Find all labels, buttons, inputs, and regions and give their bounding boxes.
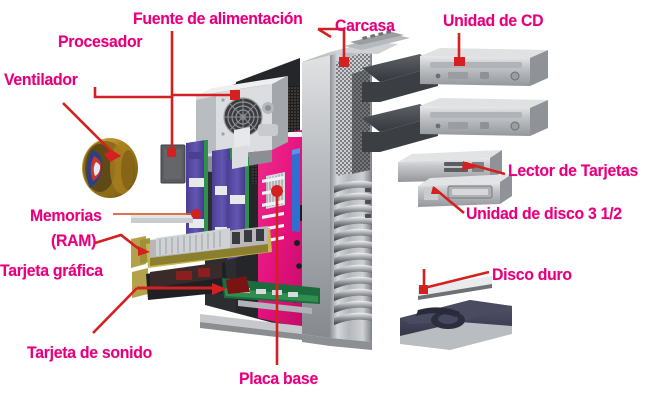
label-fuente-de-alimentacion: Fuente de alimentación [133,9,303,28]
label-unidad-de-disco: Unidad de disco 3 1/2 [466,204,622,223]
ram-connector-bar [131,215,193,223]
label-unidad-de-cd: Unidad de CD [443,11,544,30]
label-placa-base: Placa base [239,369,318,388]
optical-drive-bottom [420,98,548,136]
label-disco-duro: Disco duro [492,265,572,284]
label-tarjeta-grafica: Tarjeta gráfica [0,261,103,280]
drive-bay-slabs [362,54,438,152]
floppy-drive [418,174,512,207]
label-memorias: Memorias [30,206,102,225]
sound-card [132,262,320,304]
computer-case [302,30,410,350]
cpu-fan [82,138,138,198]
label-procesador: Procesador [58,32,143,51]
label-lector-de-tarjetas: Lector de Tarjetas [508,161,638,180]
case-vent-fins [334,180,372,325]
label-ram: (RAM) [51,231,97,250]
label-ventilador: Ventilador [4,70,78,89]
hard-disk [400,276,512,350]
label-carcasa: Carcasa [335,16,395,35]
processor-chip [160,144,186,184]
label-tarjeta-de-sonido: Tarjeta de sonido [27,343,152,362]
graphics-card [131,226,272,268]
optical-drive-top [420,48,548,86]
